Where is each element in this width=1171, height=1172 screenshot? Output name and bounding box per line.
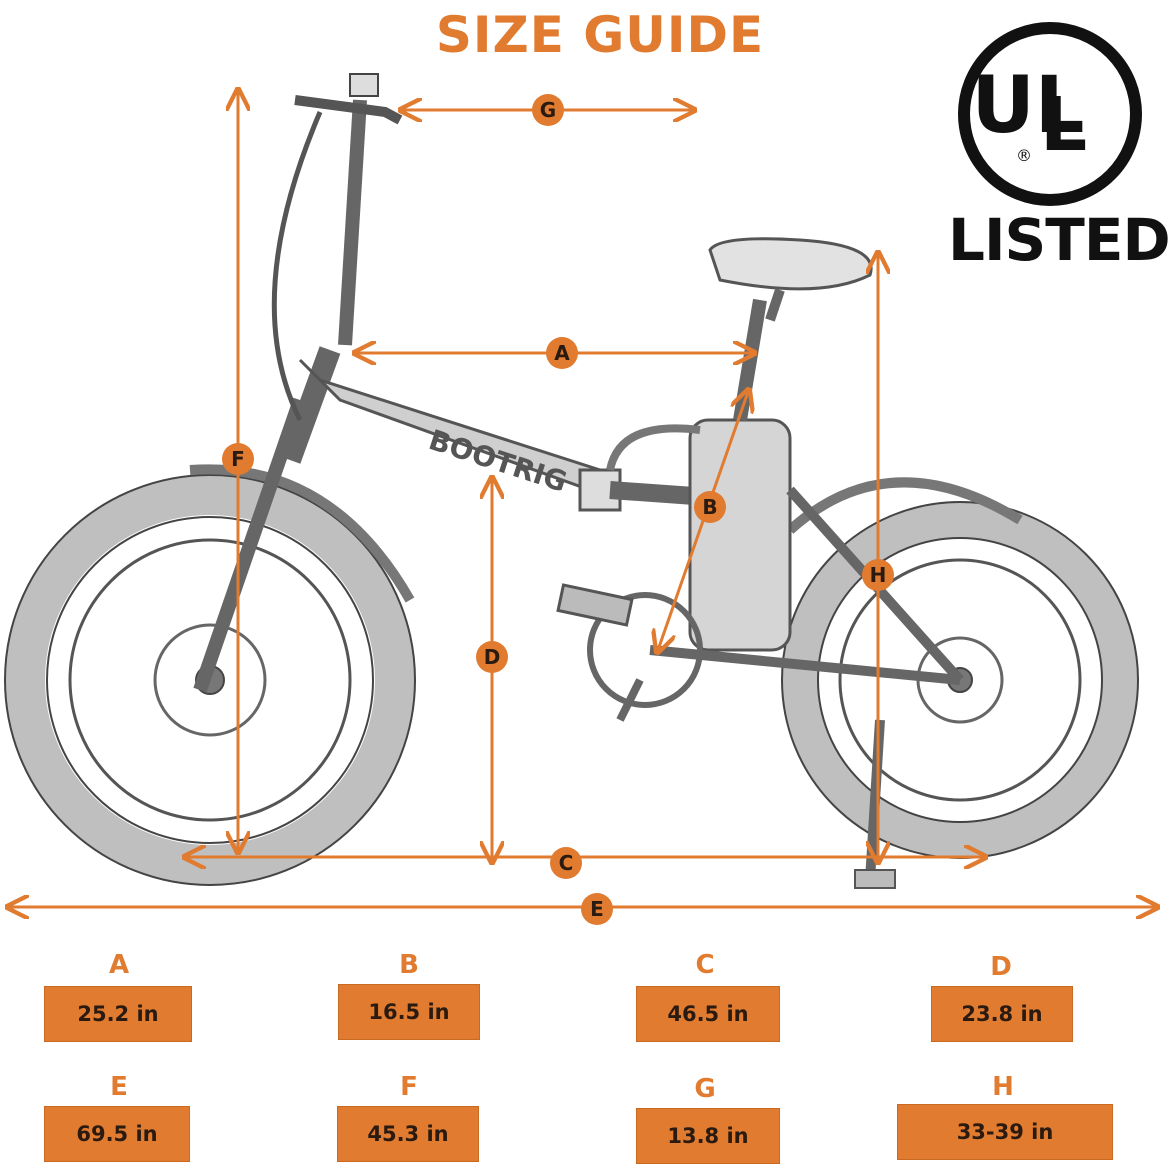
legend-value-g: 13.8 in	[636, 1108, 780, 1164]
legend-letter-e: E	[110, 1072, 128, 1102]
badge-g: G	[532, 94, 564, 126]
bike-illustration	[4, 73, 1139, 889]
svg-text:F: F	[231, 447, 245, 471]
ul-registered-mark: ®	[1016, 146, 1032, 165]
legend-letter-d: D	[990, 952, 1012, 982]
svg-text:B: B	[702, 495, 717, 519]
svg-text:D: D	[484, 645, 501, 669]
badge-b: B	[694, 491, 726, 523]
legend-value-a: 25.2 in	[44, 986, 192, 1042]
ul-logo: UL	[958, 22, 1142, 206]
badge-c: C	[550, 847, 582, 879]
svg-text:A: A	[554, 341, 570, 365]
legend-value-d: 23.8 in	[931, 986, 1073, 1042]
legend-letter-c: C	[695, 950, 715, 980]
badge-e: E	[581, 893, 613, 925]
page-title: SIZE GUIDE	[435, 6, 765, 64]
legend-letter-f: F	[400, 1072, 418, 1102]
svg-text:H: H	[870, 563, 887, 587]
svg-text:G: G	[540, 98, 556, 122]
legend-letter-h: H	[992, 1072, 1014, 1102]
ul-mark-l: L	[1040, 82, 1088, 168]
rear-wheel	[781, 501, 1139, 859]
svg-text:E: E	[590, 897, 604, 921]
legend-value-c: 46.5 in	[636, 986, 780, 1042]
bike-brand-label: BOOTRIG	[425, 423, 571, 499]
ul-mark-u: UL	[971, 61, 1084, 151]
legend-letter-a: A	[108, 950, 130, 980]
badge-f: F	[222, 443, 254, 475]
badge-h: H	[862, 559, 894, 591]
legend-value-h: 33-39 in	[897, 1104, 1113, 1160]
dimension-lines	[10, 92, 1155, 907]
legend-value-e: 69.5 in	[44, 1106, 190, 1162]
ul-listed-label: LISTED	[948, 206, 1171, 274]
legend-letter-g: G	[694, 1074, 716, 1104]
badge-d: D	[476, 641, 508, 673]
dimension-badges: G A F B H D C E	[222, 94, 894, 925]
legend-value-f: 45.3 in	[337, 1106, 479, 1162]
badge-a: A	[546, 337, 578, 369]
svg-text:C: C	[559, 851, 574, 875]
legend-letter-b: B	[399, 950, 419, 980]
legend-value-b: 16.5 in	[338, 984, 480, 1040]
